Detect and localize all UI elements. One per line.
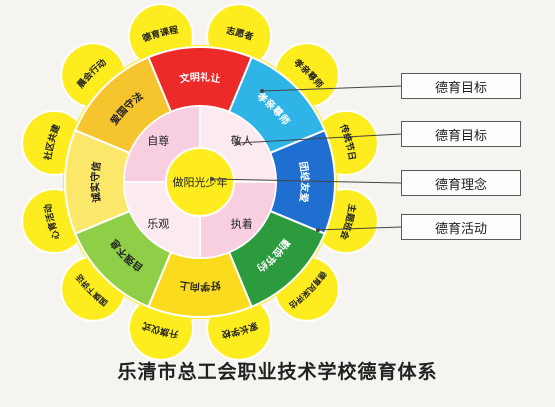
inner-ring-label: 敬人 (231, 134, 253, 147)
legend-box-2: 德育目标 (401, 121, 521, 147)
legend-box-1: 德育目标 (401, 73, 521, 99)
inner-ring-label: 自尊 (147, 133, 169, 147)
center-disk (165, 147, 235, 217)
legend-label-3: 德育理念 (434, 177, 487, 193)
connector-dot (316, 228, 320, 232)
connector-dot (210, 177, 214, 181)
connector-line (261, 85, 402, 92)
legend-box-3: 德育理念 (401, 170, 521, 196)
page-title: 乐清市总工会职业技术学校德育体系 (117, 361, 438, 383)
center-circle: 做阳光少年 (165, 147, 235, 217)
legend-label-1: 德育目标 (434, 80, 487, 96)
connector-line (317, 226, 402, 231)
connector-line (211, 178, 402, 184)
center-label: 做阳光少年 (173, 175, 228, 189)
legend-box-4: 德育活动 (401, 214, 521, 240)
inner-ring-label: 执着 (231, 217, 253, 231)
connector-lines (210, 85, 402, 232)
connector-line (237, 133, 402, 144)
connector-dot (260, 89, 264, 93)
legend-label-4: 德育活动 (434, 221, 487, 237)
inner-ring-label: 乐观 (147, 218, 169, 231)
connector-dot (236, 141, 240, 145)
legend-label-2: 德育目标 (434, 128, 487, 144)
